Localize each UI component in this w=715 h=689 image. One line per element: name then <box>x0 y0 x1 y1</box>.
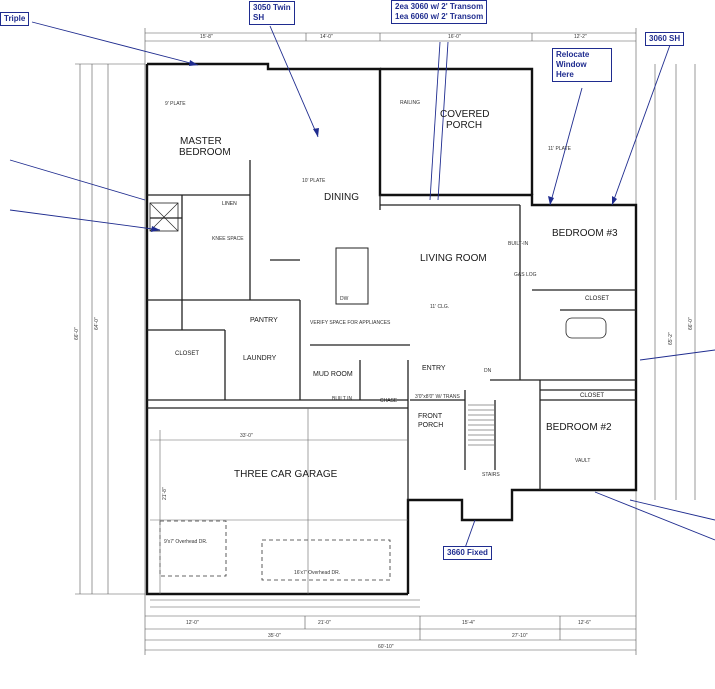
structure-lines <box>150 408 408 594</box>
room-label-covered-porch-2: PORCH <box>446 120 482 131</box>
room-label-bedroom-2: BEDROOM #2 <box>546 422 612 433</box>
callout-line: 1ea 6060 w/ 2' Transom <box>395 12 484 21</box>
callout-3660-fixed-text: 3660 Fixed <box>447 548 488 557</box>
callout-line: SH <box>253 13 265 22</box>
shower <box>149 202 179 232</box>
note-plate-10: 10' PLATE <box>302 178 326 184</box>
shower-x-line <box>149 202 179 232</box>
dim-bottom-12-6: 12'-6" <box>578 620 591 626</box>
note-overhead-right: 16'x7' Overhead DR. <box>294 570 340 576</box>
room-label-closet-bedroom3: CLOSET <box>585 296 609 302</box>
dim-top-12-2: 12'-2" <box>574 34 587 40</box>
dim-bottom-21-0: 21'-0" <box>318 620 331 626</box>
note-clg-11: 11' CLG. <box>430 304 449 310</box>
note-overhead-left: 9'x7' Overhead DR. <box>164 539 207 545</box>
callout-transom: 2ea 3060 w/ 2' Transom 1ea 6060 w/ 2' Tr… <box>391 0 488 24</box>
note-plate-11: 11' PLATE <box>548 146 572 152</box>
room-label-three-car-garage: THREE CAR GARAGE <box>234 469 338 480</box>
callout-triple: Triple <box>0 12 30 26</box>
callout-line: Window <box>556 60 587 69</box>
callout-line: 3050 Twin <box>253 3 291 12</box>
note-knee-space: KNEE SPACE <box>212 236 244 242</box>
callout-arrowheads <box>151 60 617 232</box>
room-label-entry: ENTRY <box>422 365 446 372</box>
room-label-dining: DINING <box>324 192 359 203</box>
room-label-closet-master: CLOSET <box>175 351 199 357</box>
room-label-living-room: LIVING ROOM <box>420 253 487 264</box>
note-built-in-2: BUILT-IN <box>508 241 529 247</box>
dim-garage-21-8: 21'-8" <box>162 487 168 500</box>
note-dn: DN <box>484 368 492 374</box>
note-dw: DW <box>340 296 349 302</box>
callout-triple-text: Triple <box>4 14 26 23</box>
note-built-in: BUILT IN <box>332 396 352 402</box>
callout-3050-twin-sh: 3050 Twin SH <box>249 1 295 25</box>
dim-top-16-0: 16'-0" <box>448 34 461 40</box>
room-label-front-porch-2: PORCH <box>418 422 443 429</box>
room-label-mud-room: MUD ROOM <box>313 371 353 378</box>
bathtub <box>565 317 607 339</box>
note-trans: 3'0"x8'0" W/ TRANS <box>415 394 460 400</box>
dim-overall-60-10: 60'-10" <box>378 644 394 650</box>
dim-left-64-0: 64'-0" <box>94 317 100 330</box>
dim-top-15-8: 15'-8" <box>200 34 213 40</box>
room-label-master-bedroom-1: MASTER <box>180 136 222 147</box>
callout-3660-fixed: 3660 Fixed <box>443 546 492 560</box>
dim-bottom-12-0: 12'-0" <box>186 620 199 626</box>
room-label-front-porch-1: FRONT <box>418 413 443 420</box>
dimension-lines <box>75 28 696 655</box>
dim-right-66-0: 66'-0" <box>688 317 694 330</box>
kitchen-island <box>335 247 369 305</box>
room-label-laundry: LAUNDRY <box>243 355 277 362</box>
dim-top-14-0: 14'-0" <box>320 34 333 40</box>
dim-bottom-35-0: 35'-0" <box>268 633 281 639</box>
note-plate-9: 9' PLATE <box>165 101 186 107</box>
room-label-pantry: PANTRY <box>250 317 278 324</box>
interior-walls <box>147 160 636 500</box>
dim-bottom-15-4: 15'-4" <box>462 620 475 626</box>
note-vault: VAULT <box>575 458 590 464</box>
callout-line: Relocate <box>556 50 590 59</box>
room-label-covered-porch-1: COVERED <box>440 109 489 120</box>
overhead-doors <box>159 520 391 581</box>
callout-line: Here <box>556 70 574 79</box>
dim-bottom-27-10: 27'-10" <box>512 633 528 639</box>
room-label-master-bedroom-2: BEDROOM <box>179 147 231 158</box>
note-verify-space: VERIFY SPACE FOR APPLIANCES <box>310 320 391 326</box>
room-label-chase: CHASE <box>380 398 398 404</box>
dim-garage-33-0: 33'-0" <box>240 433 253 439</box>
note-stairs: STAIRS <box>482 472 500 478</box>
room-label-linen: LINEN <box>222 201 237 207</box>
exterior-walls <box>145 62 638 596</box>
room-label-bedroom-3: BEDROOM #3 <box>552 228 618 239</box>
room-label-closet-bedroom2: CLOSET <box>580 393 604 399</box>
dim-right-65-2: 65'-2" <box>668 332 674 345</box>
callout-line: 2ea 3060 w/ 2' Transom <box>395 2 484 11</box>
callout-leaders <box>9 21 715 549</box>
callout-relocate-window: Relocate Window Here <box>552 48 612 82</box>
note-railing: RAILING <box>400 100 420 106</box>
dim-left-66-0: 66'-0" <box>74 327 80 340</box>
staircase <box>468 404 494 446</box>
callout-3060-sh-text: 3060 SH <box>649 34 681 43</box>
note-gas-log: GAS LOG <box>514 272 537 278</box>
callout-3060-sh: 3060 SH <box>645 32 685 46</box>
